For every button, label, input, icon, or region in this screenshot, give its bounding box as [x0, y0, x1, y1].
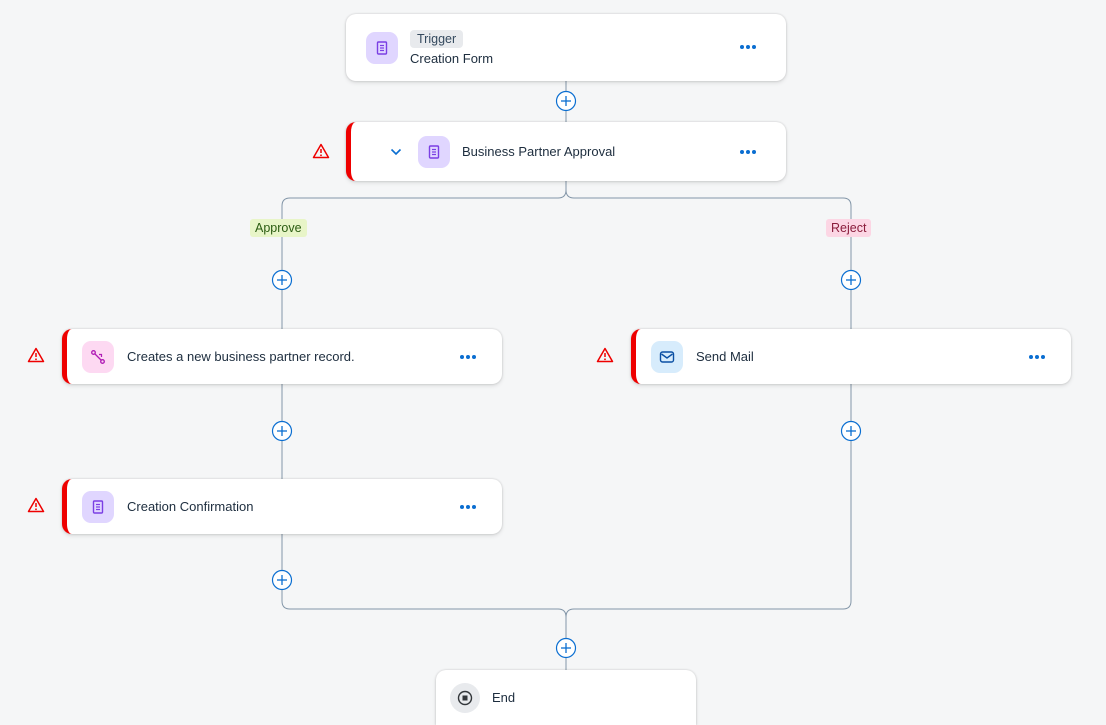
trigger-title: Creation Form	[410, 50, 494, 66]
chevron-down-icon[interactable]	[388, 144, 404, 160]
creation-confirmation-title: Creation Confirmation	[127, 499, 254, 514]
send-mail-more-button[interactable]	[1025, 351, 1049, 363]
trigger-badge: Trigger	[410, 29, 464, 48]
creation-confirmation-node[interactable]: Creation Confirmation	[62, 479, 502, 534]
add-step-button[interactable]	[271, 420, 293, 442]
stop-icon	[450, 682, 480, 713]
approval-title: Business Partner Approval	[462, 144, 616, 159]
end-title: End	[492, 690, 516, 705]
add-step-button[interactable]	[840, 420, 862, 442]
approval-more-button[interactable]	[736, 146, 760, 158]
action-link-icon	[82, 340, 114, 373]
mail-icon	[651, 340, 683, 373]
form-icon	[366, 31, 398, 64]
warning-icon	[596, 347, 614, 363]
reject-branch-label[interactable]: Reject	[826, 219, 872, 237]
warning-icon	[27, 497, 45, 513]
add-step-button[interactable]	[555, 637, 577, 659]
form-icon	[82, 490, 114, 523]
create-record-more-button[interactable]	[456, 351, 480, 363]
warning-icon	[312, 143, 330, 159]
creation-confirmation-more-button[interactable]	[456, 501, 480, 513]
form-icon	[418, 135, 450, 168]
end-node[interactable]: End	[436, 670, 696, 725]
add-step-button[interactable]	[271, 569, 293, 591]
approve-branch-label[interactable]: Approve	[250, 219, 307, 237]
trigger-node[interactable]: Trigger Creation Form	[346, 14, 786, 81]
create-record-node[interactable]: Creates a new business partner record.	[62, 329, 502, 384]
send-mail-title: Send Mail	[696, 349, 754, 364]
create-record-title: Creates a new business partner record.	[127, 349, 355, 364]
send-mail-node[interactable]: Send Mail	[631, 329, 1071, 384]
add-step-button[interactable]	[555, 90, 577, 112]
add-step-button[interactable]	[271, 269, 293, 291]
approval-node[interactable]: Business Partner Approval	[346, 122, 786, 181]
add-step-button[interactable]	[840, 269, 862, 291]
trigger-more-button[interactable]	[736, 41, 760, 53]
warning-icon	[27, 347, 45, 363]
